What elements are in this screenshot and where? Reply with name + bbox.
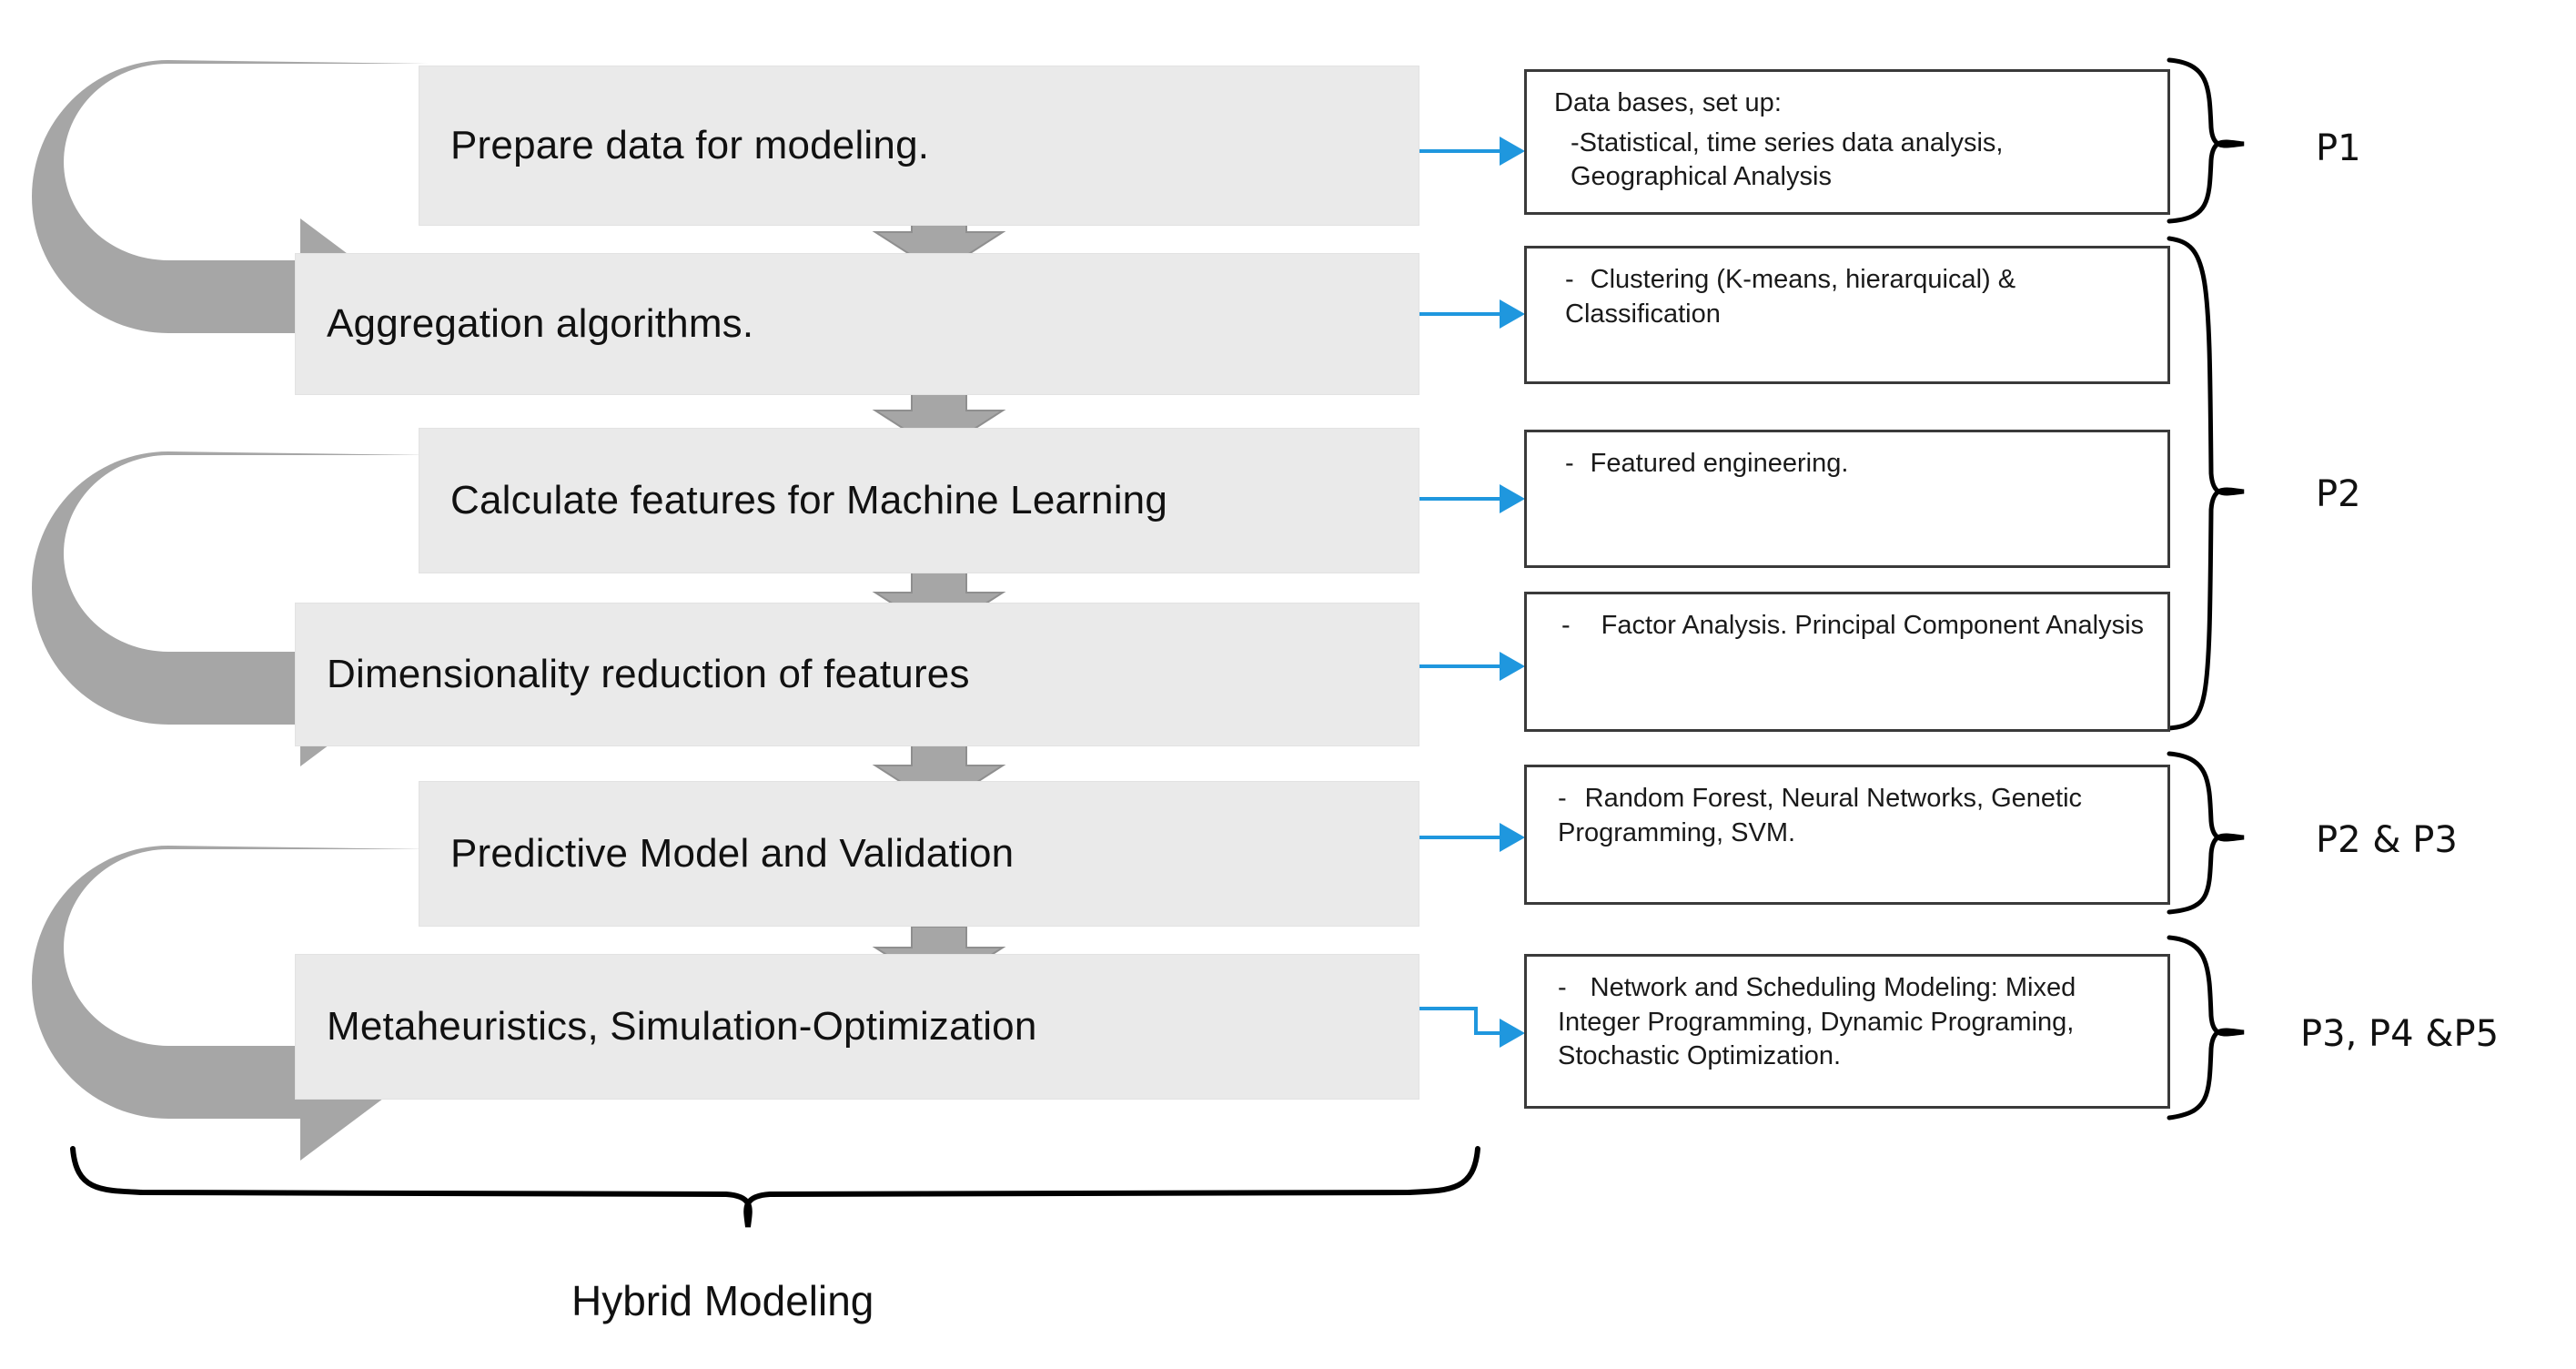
detail-text-5-1: Random Forest, Neural Networks, Genetic … — [1558, 784, 2083, 847]
step-label-2: Aggregation algorithms. — [327, 301, 754, 346]
step-box-4[interactable]: Dimensionality reduction of features — [295, 603, 1419, 746]
step-label-1: Prepare data for modeling. — [450, 123, 930, 167]
phase-label-p2-p3: P2 & P3 — [2316, 819, 2458, 861]
detail-line-6-1: -Network and Scheduling Modeling: Mixed … — [1554, 971, 2147, 1074]
connector-arrow-1 — [1419, 137, 1525, 166]
step-label-3: Calculate features for Machine Learning — [450, 478, 1168, 522]
detail-bullet-5-1: - — [1558, 784, 1567, 813]
step-box-3[interactable]: Calculate features for Machine Learning — [419, 428, 1419, 573]
step-box-6[interactable]: Metaheuristics, Simulation-Optimization — [295, 954, 1419, 1100]
brace-p4 — [2167, 935, 2245, 1121]
detail-line-5-1: -Random Forest, Neural Networks, Genetic… — [1554, 782, 2147, 850]
brace-p3 — [2167, 751, 2245, 915]
step-label-5: Predictive Model and Validation — [450, 831, 1015, 876]
detail-box-2[interactable]: -Clustering (K-means, hierarquical) & Cl… — [1524, 246, 2170, 384]
connector-arrow-2 — [1419, 299, 1525, 329]
detail-line-1-1: Data bases, set up: — [1554, 86, 2147, 121]
detail-text-1-2: Statistical, time series data analysis, … — [1571, 127, 2004, 192]
detail-bullet-1-2: - — [1571, 127, 1580, 157]
step-box-1[interactable]: Prepare data for modeling. — [419, 66, 1419, 226]
detail-text-3-1: Featured engineering. — [1590, 449, 1849, 478]
detail-bullet-4-1: - — [1561, 611, 1571, 640]
detail-line-2-1: -Clustering (K-means, hierarquical) & Cl… — [1554, 263, 2147, 331]
brace-p1 — [2167, 57, 2245, 224]
detail-line-4-1: - Factor Analysis. Principal Component An… — [1554, 609, 2147, 644]
detail-bullet-6-1: - — [1558, 973, 1567, 1002]
detail-text-1-1: Data bases, set up: — [1554, 88, 1782, 117]
hybrid-modeling-label: Hybrid Modeling — [571, 1277, 874, 1324]
detail-box-3[interactable]: -Featured engineering. — [1524, 430, 2170, 568]
detail-box-6[interactable]: -Network and Scheduling Modeling: Mixed … — [1524, 954, 2170, 1109]
connector-arrow-4 — [1419, 652, 1525, 681]
step-box-5[interactable]: Predictive Model and Validation — [419, 781, 1419, 927]
connector-arrow-5 — [1419, 823, 1525, 852]
detail-box-4[interactable]: - Factor Analysis. Principal Component An… — [1524, 592, 2170, 732]
brace-p2 — [2167, 236, 2245, 731]
connector-arrow-3 — [1419, 484, 1525, 513]
detail-line-1-2: -Statistical, time series data analysis,… — [1554, 121, 2147, 195]
phase-label-p1: P1 — [2316, 127, 2361, 169]
connector-group — [1419, 137, 1525, 1048]
phase-label-p3-p4-p5: P3, P4 &P5 — [2300, 1013, 2500, 1055]
phase-label-p2: P2 — [2316, 473, 2361, 515]
detail-text-4-1: Factor Analysis. Principal Component Ana… — [1601, 611, 2145, 640]
step-label-4: Dimensionality reduction of features — [327, 652, 970, 696]
bottom-brace — [70, 1146, 1480, 1228]
brace-group — [2167, 57, 2245, 1121]
detail-box-1[interactable]: Data bases, set up: -Statistical, time s… — [1524, 69, 2170, 215]
detail-bullet-2-1: - — [1565, 265, 1574, 294]
detail-text-2-1: Clustering (K-means, hierarquical) & Cla… — [1565, 265, 2016, 329]
connector-arrow-6 — [1419, 1007, 1525, 1048]
detail-line-3-1: -Featured engineering. — [1554, 447, 2147, 482]
detail-text-6-1: Network and Scheduling Modeling: Mixed I… — [1558, 973, 2076, 1071]
step-label-6: Metaheuristics, Simulation-Optimization — [327, 1004, 1037, 1049]
detail-bullet-3-1: - — [1565, 449, 1574, 478]
detail-box-5[interactable]: -Random Forest, Neural Networks, Genetic… — [1524, 765, 2170, 905]
step-box-2[interactable]: Aggregation algorithms. — [295, 253, 1419, 395]
